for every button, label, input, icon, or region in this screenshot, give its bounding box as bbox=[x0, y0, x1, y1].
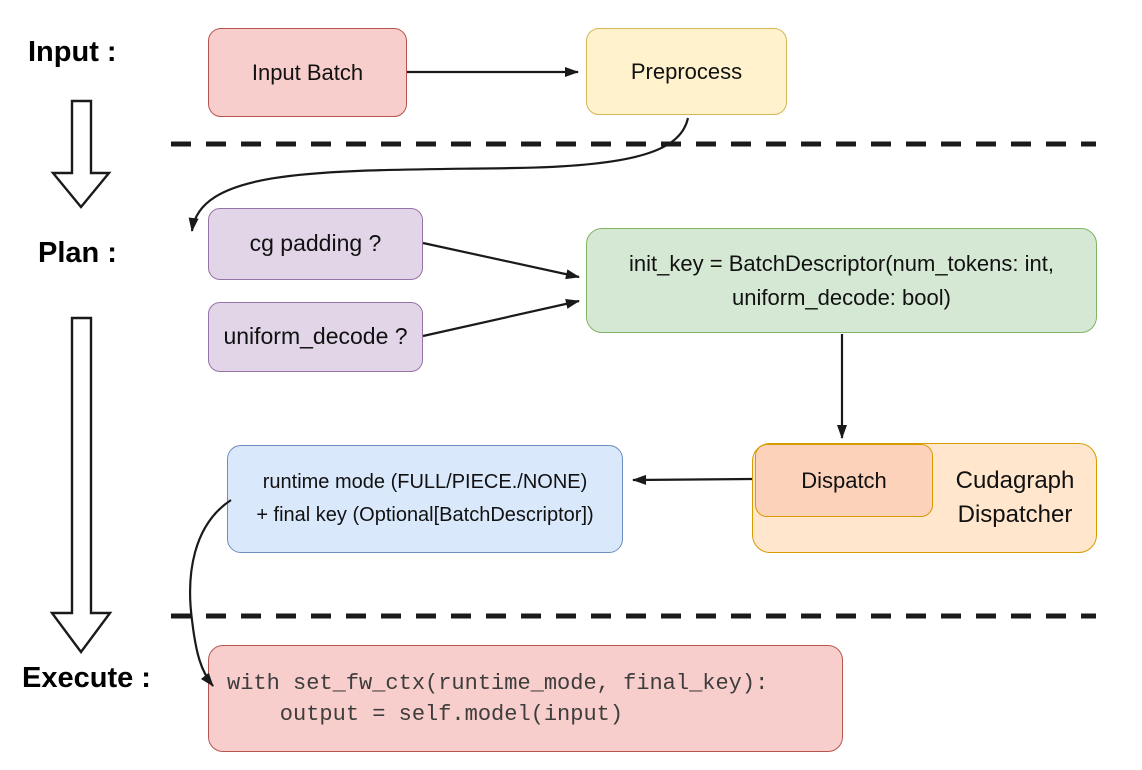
node-cudagraph-dispatcher-label: Cudagraph Dispatcher bbox=[955, 467, 1075, 528]
node-input-batch: Input Batch bbox=[208, 28, 407, 117]
node-dispatch: Dispatch bbox=[755, 444, 933, 517]
down-arrow-icon-input-to-plan bbox=[50, 99, 112, 209]
node-preprocess-label: Preprocess bbox=[630, 58, 743, 84]
node-uniform-decode: uniform_decode ? bbox=[208, 302, 423, 372]
node-runtime-mode: runtime mode (FULL/PIECE./NONE) + final … bbox=[227, 445, 623, 553]
execute-code-text: with set_fw_ctx(runtime_mode, final_key)… bbox=[227, 670, 769, 727]
node-init-key-label: init_key = BatchDescriptor(num_tokens: i… bbox=[629, 250, 1054, 310]
stage-label-input: Input : bbox=[28, 36, 117, 68]
node-cg-padding: cg padding ? bbox=[208, 208, 423, 280]
node-input-batch-label: Input Batch bbox=[251, 59, 364, 85]
node-dispatch-label: Dispatch bbox=[801, 467, 887, 493]
node-preprocess: Preprocess bbox=[586, 28, 787, 115]
node-uniform-decode-label: uniform_decode ? bbox=[223, 323, 408, 350]
node-cg-padding-label: cg padding ? bbox=[249, 230, 382, 257]
arrow-uniform-decode-to-init-key bbox=[422, 298, 580, 338]
arrow-dispatch-to-runtime-mode bbox=[632, 474, 753, 485]
node-init-key: init_key = BatchDescriptor(num_tokens: i… bbox=[586, 228, 1097, 333]
stage-label-plan: Plan : bbox=[38, 237, 117, 269]
down-arrow-icon-plan-to-execute bbox=[49, 316, 113, 655]
stage-label-execute: Execute : bbox=[22, 662, 151, 694]
arrow-cg-padding-to-init-key bbox=[422, 241, 580, 280]
node-runtime-mode-label: runtime mode (FULL/PIECE./NONE) + final … bbox=[256, 471, 594, 526]
node-execute-code: with set_fw_ctx(runtime_mode, final_key)… bbox=[208, 645, 843, 752]
